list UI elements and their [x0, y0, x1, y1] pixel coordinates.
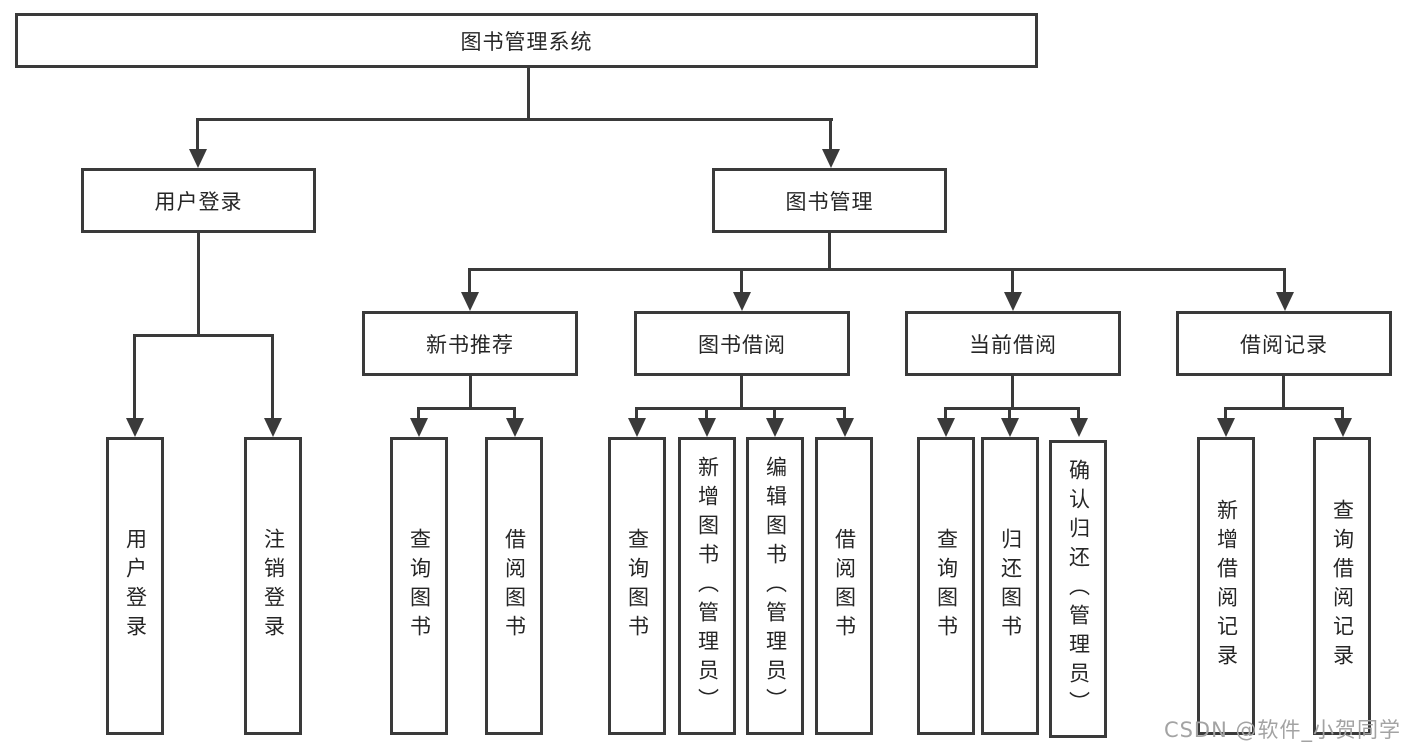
connector-book-borrow-drop — [740, 268, 743, 296]
connector-book-mgmt-stem — [828, 233, 831, 270]
arrowhead-g1-leaf2 — [506, 418, 524, 437]
connector-user-login-drop — [196, 118, 199, 152]
node-current-borrowing: 当前借阅 — [905, 311, 1121, 376]
arrowhead-g2-leaf1 — [628, 418, 646, 437]
connector-book-mgmt-crossbar — [468, 268, 1286, 271]
connector-leaf-login-drop — [133, 334, 136, 420]
watermark-text: CSDN @软件_小贺同学 — [1163, 718, 1401, 742]
connector-g1-crossbar — [417, 407, 516, 410]
connector-user-login-stem — [197, 233, 200, 336]
connector-g4-stem — [1282, 376, 1285, 409]
node-leaf-logout: 注销登录 — [244, 437, 302, 735]
node-leaf-query-books-borrowing: 查询图书 — [608, 437, 666, 735]
arrowhead-g4-leaf1 — [1217, 418, 1235, 437]
connector-root-crossbar — [196, 118, 833, 121]
connector-g1-leaf1-drop — [417, 407, 420, 420]
connector-g2-leaf2-drop — [705, 407, 708, 420]
connector-g3-crossbar — [944, 407, 1080, 410]
node-leaf-edit-books-admin: 编辑图书（管理员） — [746, 437, 804, 735]
arrowhead-borrow-records — [1276, 292, 1294, 311]
arrowhead-g1-leaf1 — [410, 418, 428, 437]
arrowhead-g4-leaf2 — [1334, 418, 1352, 437]
connector-book-mgmt-drop — [829, 118, 832, 152]
connector-root-stem — [527, 68, 530, 120]
connector-g3-leaf1-drop — [944, 407, 947, 420]
node-book-borrowing: 图书借阅 — [634, 311, 850, 376]
connector-g3-stem — [1011, 376, 1014, 409]
node-leaf-add-borrow-record: 新增借阅记录 — [1197, 437, 1255, 735]
node-leaf-add-books-admin: 新增图书（管理员） — [678, 437, 736, 735]
connector-borrow-records-drop — [1283, 268, 1286, 296]
connector-g3-leaf3-drop — [1077, 407, 1080, 420]
connector-new-book-drop — [468, 268, 471, 296]
arrowhead-leaf-logout — [264, 418, 282, 437]
node-new-book-recommend: 新书推荐 — [362, 311, 578, 376]
node-leaf-confirm-return-admin: 确认归还（管理员） — [1049, 440, 1107, 738]
arrowhead-current-borrow — [1004, 292, 1022, 311]
connector-g4-crossbar — [1224, 407, 1344, 410]
node-user-login-branch: 用户登录 — [81, 168, 316, 233]
connector-user-login-crossbar — [133, 334, 274, 337]
arrowhead-g3-leaf3 — [1070, 418, 1088, 437]
connector-current-borrow-drop — [1011, 268, 1014, 296]
arrowhead-book-mgmt — [822, 149, 840, 168]
node-leaf-borrow-books-recommend: 借阅图书 — [485, 437, 543, 735]
node-leaf-borrow-books-borrowing: 借阅图书 — [815, 437, 873, 735]
connector-g2-leaf3-drop — [773, 407, 776, 420]
node-leaf-query-borrow-record: 查询借阅记录 — [1313, 437, 1371, 735]
arrowhead-g3-leaf1 — [937, 418, 955, 437]
node-leaf-query-books-current: 查询图书 — [917, 437, 975, 735]
connector-g1-stem — [469, 376, 472, 409]
node-borrowing-records: 借阅记录 — [1176, 311, 1392, 376]
connector-g4-leaf2-drop — [1341, 407, 1344, 420]
node-leaf-query-books-recommend: 查询图书 — [390, 437, 448, 735]
connector-g1-leaf2-drop — [513, 407, 516, 420]
arrowhead-user-login — [189, 149, 207, 168]
arrowhead-g2-leaf3 — [766, 418, 784, 437]
connector-g2-crossbar — [635, 407, 846, 410]
arrowhead-leaf-login — [126, 418, 144, 437]
node-book-management-branch: 图书管理 — [712, 168, 947, 233]
node-leaf-user-login: 用户登录 — [106, 437, 164, 735]
arrowhead-g3-leaf2 — [1001, 418, 1019, 437]
arrowhead-new-book — [461, 292, 479, 311]
arrowhead-g2-leaf4 — [836, 418, 854, 437]
connector-g3-leaf2-drop — [1008, 407, 1011, 420]
connector-g2-leaf1-drop — [635, 407, 638, 420]
connector-g2-stem — [740, 376, 743, 409]
connector-g2-leaf4-drop — [843, 407, 846, 420]
arrowhead-g2-leaf2 — [698, 418, 716, 437]
connector-g4-leaf1-drop — [1224, 407, 1227, 420]
node-library-management-system: 图书管理系统 — [15, 13, 1038, 68]
node-leaf-return-books: 归还图书 — [981, 437, 1039, 735]
arrowhead-book-borrow — [733, 292, 751, 311]
connector-leaf-logout-drop — [271, 334, 274, 420]
